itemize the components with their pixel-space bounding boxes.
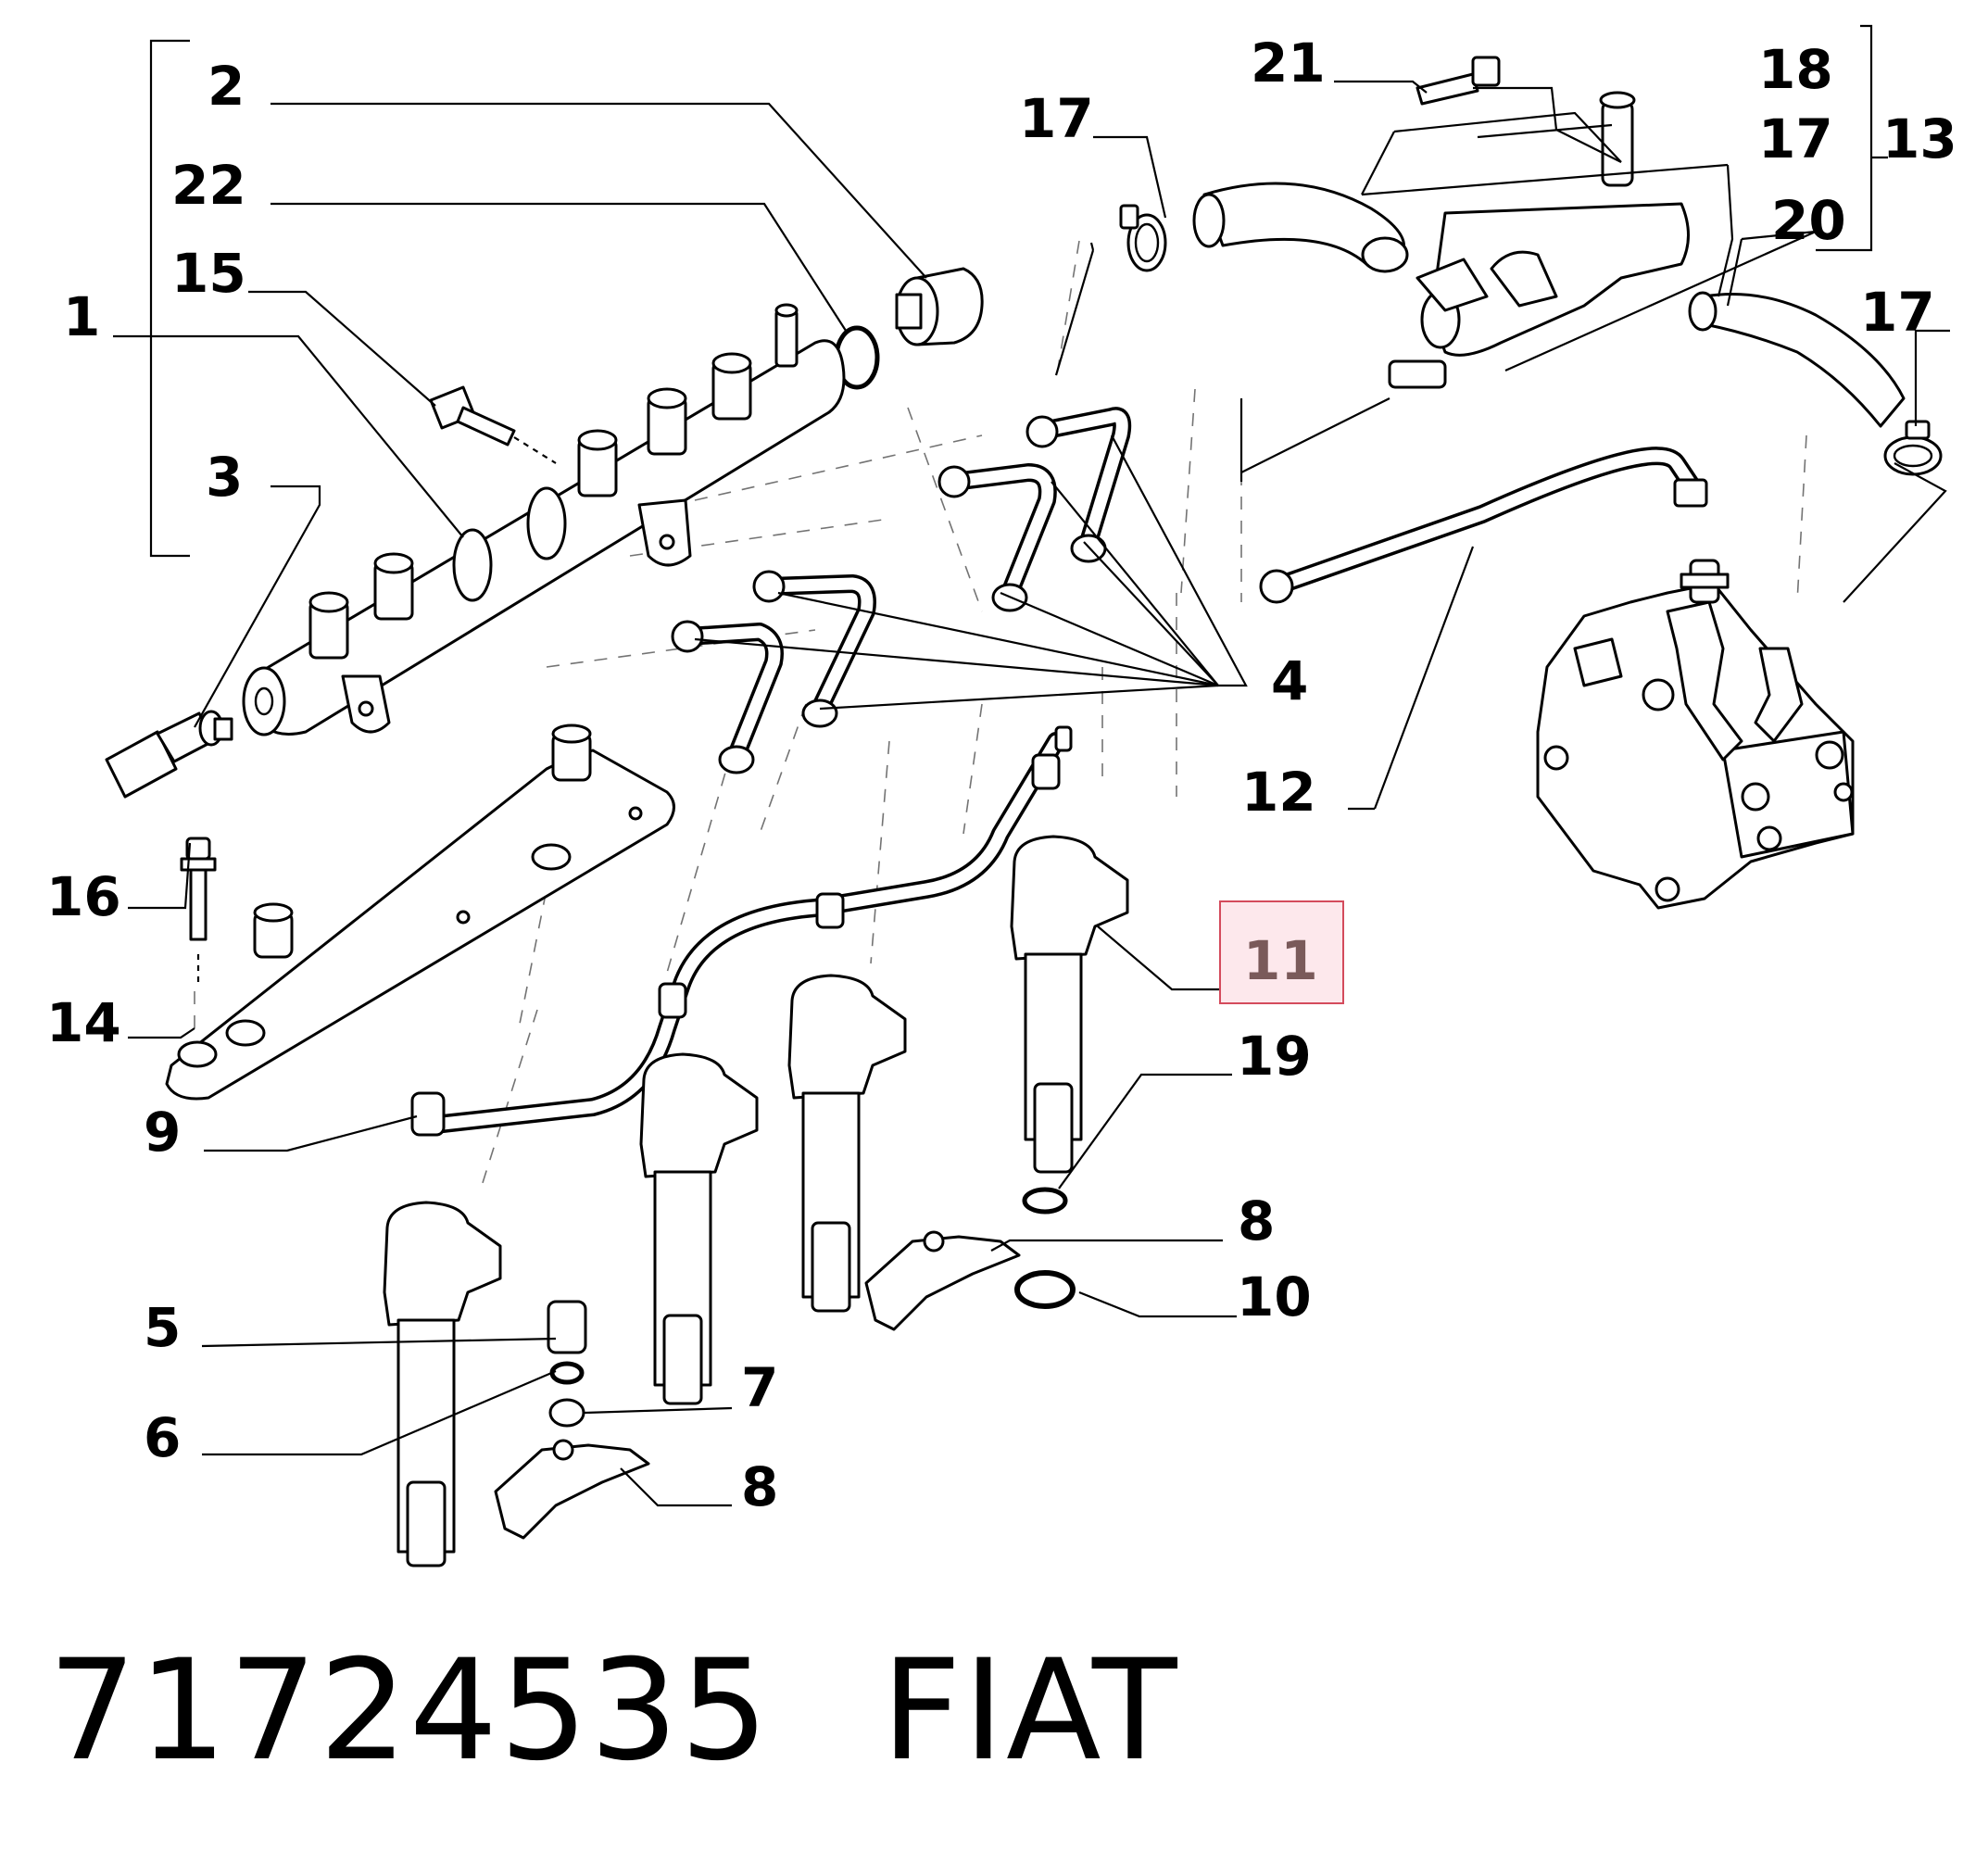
washer-part (549, 1361, 585, 1385)
callout-14: 14 (46, 991, 121, 1054)
callout-8-lower: 8 (741, 1455, 778, 1518)
callout-6: 6 (144, 1406, 181, 1469)
injector-part-c (787, 974, 907, 1313)
callout-9: 9 (144, 1101, 181, 1164)
injector-pipes-part (671, 407, 1132, 774)
callout-1: 1 (63, 285, 100, 348)
plug-part (895, 267, 984, 346)
rail-cover-part (165, 724, 675, 1101)
copper-washer-part (1022, 1187, 1068, 1215)
callout-17-top-left: 17 (1019, 87, 1094, 150)
bolt-part (429, 385, 557, 464)
part-number: 71724535 (48, 1630, 771, 1792)
injector-part-a (383, 1201, 502, 1567)
clamp-part-a (494, 1439, 650, 1540)
callout-16: 16 (46, 865, 121, 928)
callout-13: 13 (1882, 107, 1957, 170)
callout-4: 4 (1271, 649, 1308, 712)
callout-labels: 1 2 22 15 3 16 14 9 5 6 7 8 4 12 11 19 8… (46, 31, 1957, 1518)
brand-name: FIAT (881, 1630, 1179, 1792)
seal-ring-part (1014, 1270, 1076, 1309)
callout-12: 12 (1241, 761, 1316, 824)
leader-lines (113, 80, 1950, 1507)
group-bracket-1 (149, 39, 190, 558)
callout-18: 18 (1758, 38, 1833, 101)
callout-11: 11 (1243, 929, 1318, 992)
fuel-rail-part (242, 303, 846, 736)
cover-bolt-part (180, 837, 217, 982)
pressure-sensor-part (105, 710, 233, 799)
callout-17-right: 17 (1860, 281, 1935, 344)
callout-10: 10 (1237, 1265, 1312, 1328)
leak-off-line-part (410, 725, 1073, 1137)
callout-7: 7 (741, 1356, 778, 1419)
callout-3: 3 (206, 446, 243, 509)
callout-5: 5 (144, 1296, 181, 1359)
callout-2: 2 (208, 55, 245, 118)
clamp-part-b (864, 1230, 1021, 1331)
injector-part-d (1010, 835, 1129, 1174)
callout-15: 15 (171, 242, 246, 305)
callout-19: 19 (1237, 1025, 1312, 1088)
hose-clamp-part-b (1883, 420, 1943, 476)
highlight-box (1219, 900, 1344, 1004)
sleeve-part (547, 1300, 587, 1354)
part-caption: 71724535 FIAT (48, 1630, 1179, 1792)
injector-part-b (639, 1052, 759, 1405)
callout-8-upper: 8 (1238, 1190, 1275, 1252)
group-bracket-13 (1816, 24, 1873, 252)
high-pressure-pipe-part (1259, 447, 1708, 604)
return-hose-assembly-part (1192, 56, 1906, 428)
callout-20: 20 (1771, 189, 1846, 252)
high-pressure-pump-part (1536, 559, 1855, 910)
nut-part (548, 1398, 585, 1428)
hose-clamp-part-a (1119, 204, 1167, 272)
callout-22: 22 (171, 154, 246, 217)
callout-21: 21 (1251, 31, 1326, 94)
callout-17-top-right: 17 (1758, 107, 1833, 170)
